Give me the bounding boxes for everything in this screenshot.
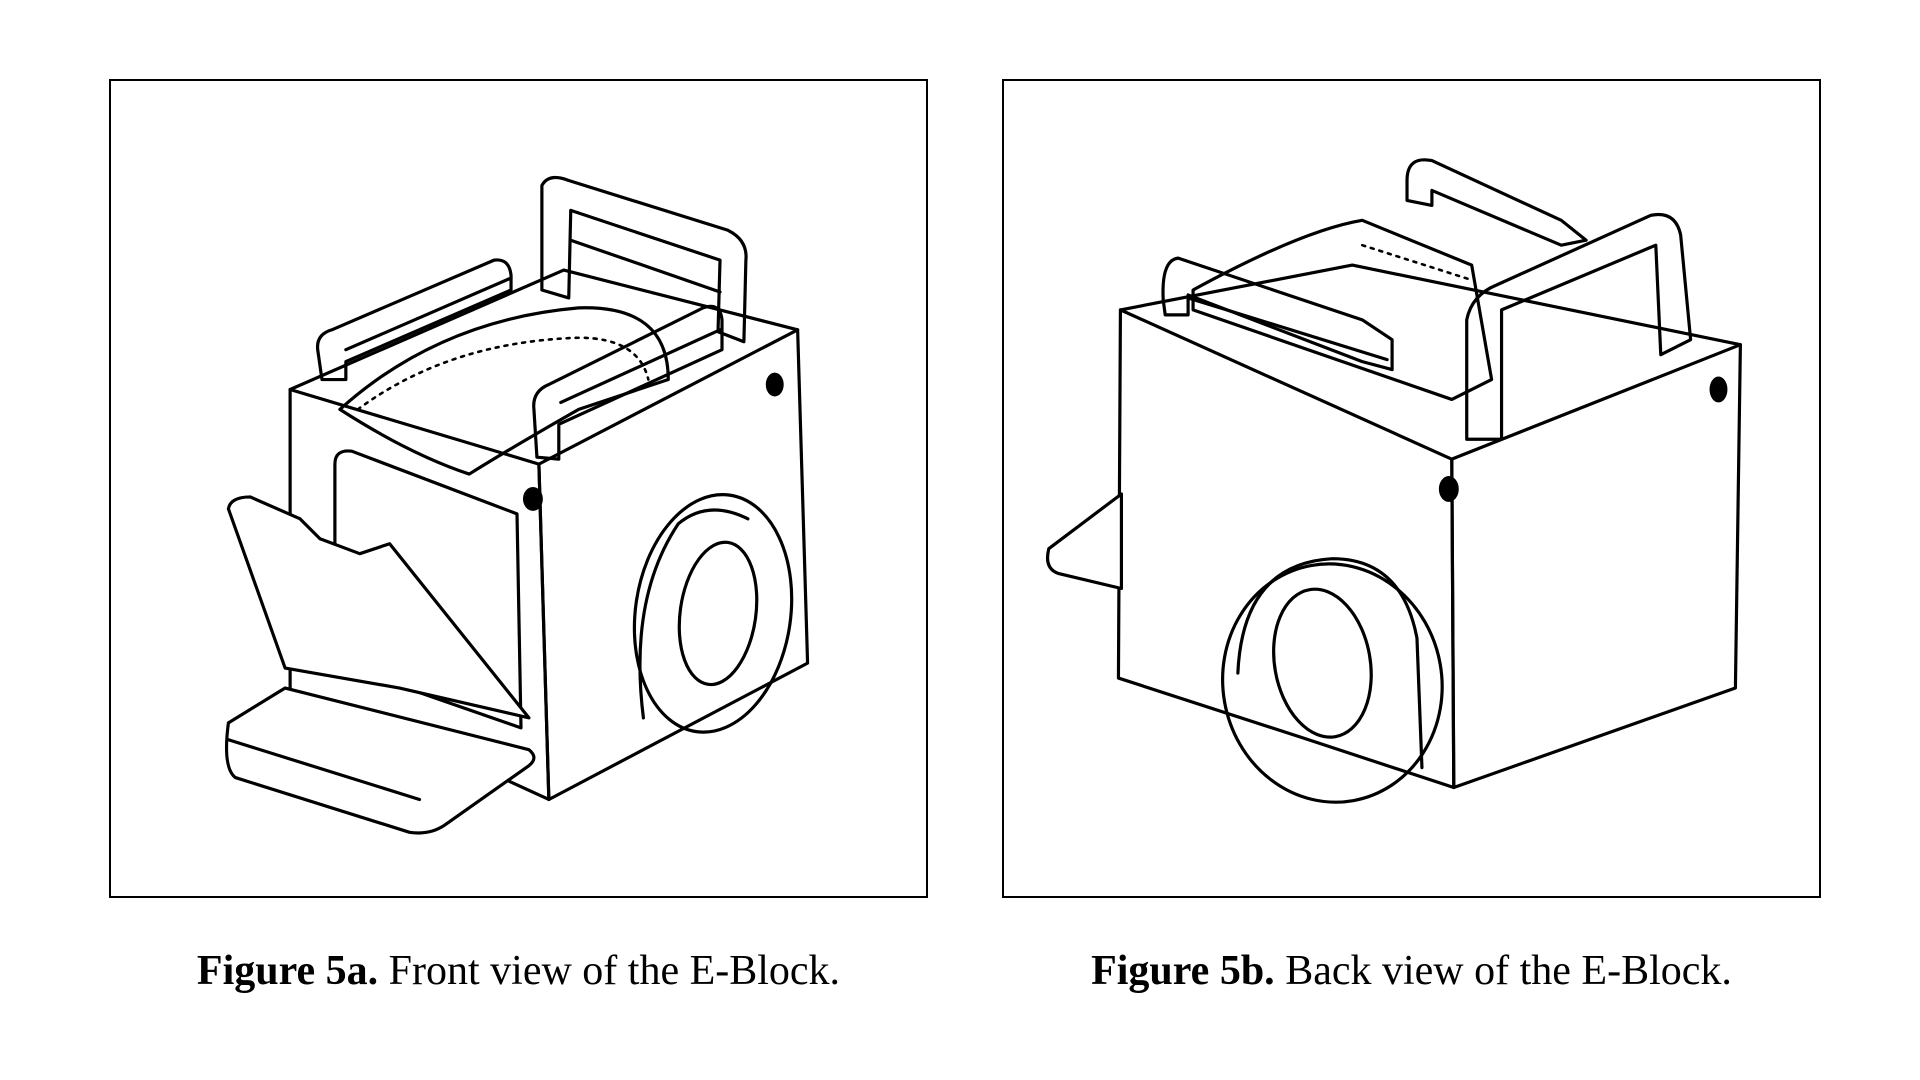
wheel-inner xyxy=(677,540,759,687)
body-top-rim xyxy=(1118,263,1742,347)
left-armrest xyxy=(1161,256,1394,372)
folded-flap xyxy=(226,495,531,720)
left-armrest-bar xyxy=(344,276,513,352)
footrest-edge xyxy=(226,738,422,802)
wheel-arch xyxy=(638,508,750,720)
body-left-face xyxy=(1116,308,1456,790)
front-door-opening xyxy=(333,449,523,730)
right-armrest-bar xyxy=(559,328,722,405)
wheel-outer xyxy=(632,493,794,734)
seat-basin xyxy=(338,306,670,476)
backrest xyxy=(540,175,748,344)
seat-dotted-line xyxy=(356,336,650,411)
bolt-left xyxy=(1438,476,1459,502)
body-right-face xyxy=(1450,343,1742,790)
left-armrest xyxy=(315,258,513,382)
bolt-front xyxy=(522,487,543,511)
seat-dotted-line xyxy=(1360,243,1473,282)
wheel-outer xyxy=(1221,562,1444,804)
seat-cushion xyxy=(1191,218,1494,402)
figure-5a-caption: Figure 5a. Front view of the E-Block. xyxy=(109,946,928,996)
wheel-arch xyxy=(1236,557,1424,770)
left-armrest-bar xyxy=(1186,296,1389,362)
bolt-right xyxy=(765,372,784,397)
footrest xyxy=(1045,492,1124,591)
figure-5b-caption: Figure 5b. Back view of the E-Block. xyxy=(1002,946,1821,996)
right-armrest xyxy=(532,304,724,461)
footrest xyxy=(225,686,536,835)
backrest-bar xyxy=(569,238,722,294)
wheel-inner xyxy=(1272,587,1373,739)
figure-5b-label: Figure 5b. xyxy=(1091,948,1275,994)
figure-5b-frame xyxy=(1002,79,1821,898)
backrest xyxy=(1465,212,1693,441)
e-block-back-view-drawing xyxy=(1045,158,1742,804)
figure-5a-label: Figure 5a. xyxy=(196,948,379,994)
figure-5a-caption-text: Front view of the E-Block. xyxy=(388,948,841,994)
bolt-right xyxy=(1709,376,1728,403)
figure-5a-frame xyxy=(109,79,928,898)
rear-armrest xyxy=(1405,158,1588,247)
figure-5b-caption-text: Back view of the E-Block. xyxy=(1285,948,1732,994)
e-block-front-view-drawing xyxy=(225,175,810,835)
body-right-face xyxy=(537,328,810,802)
